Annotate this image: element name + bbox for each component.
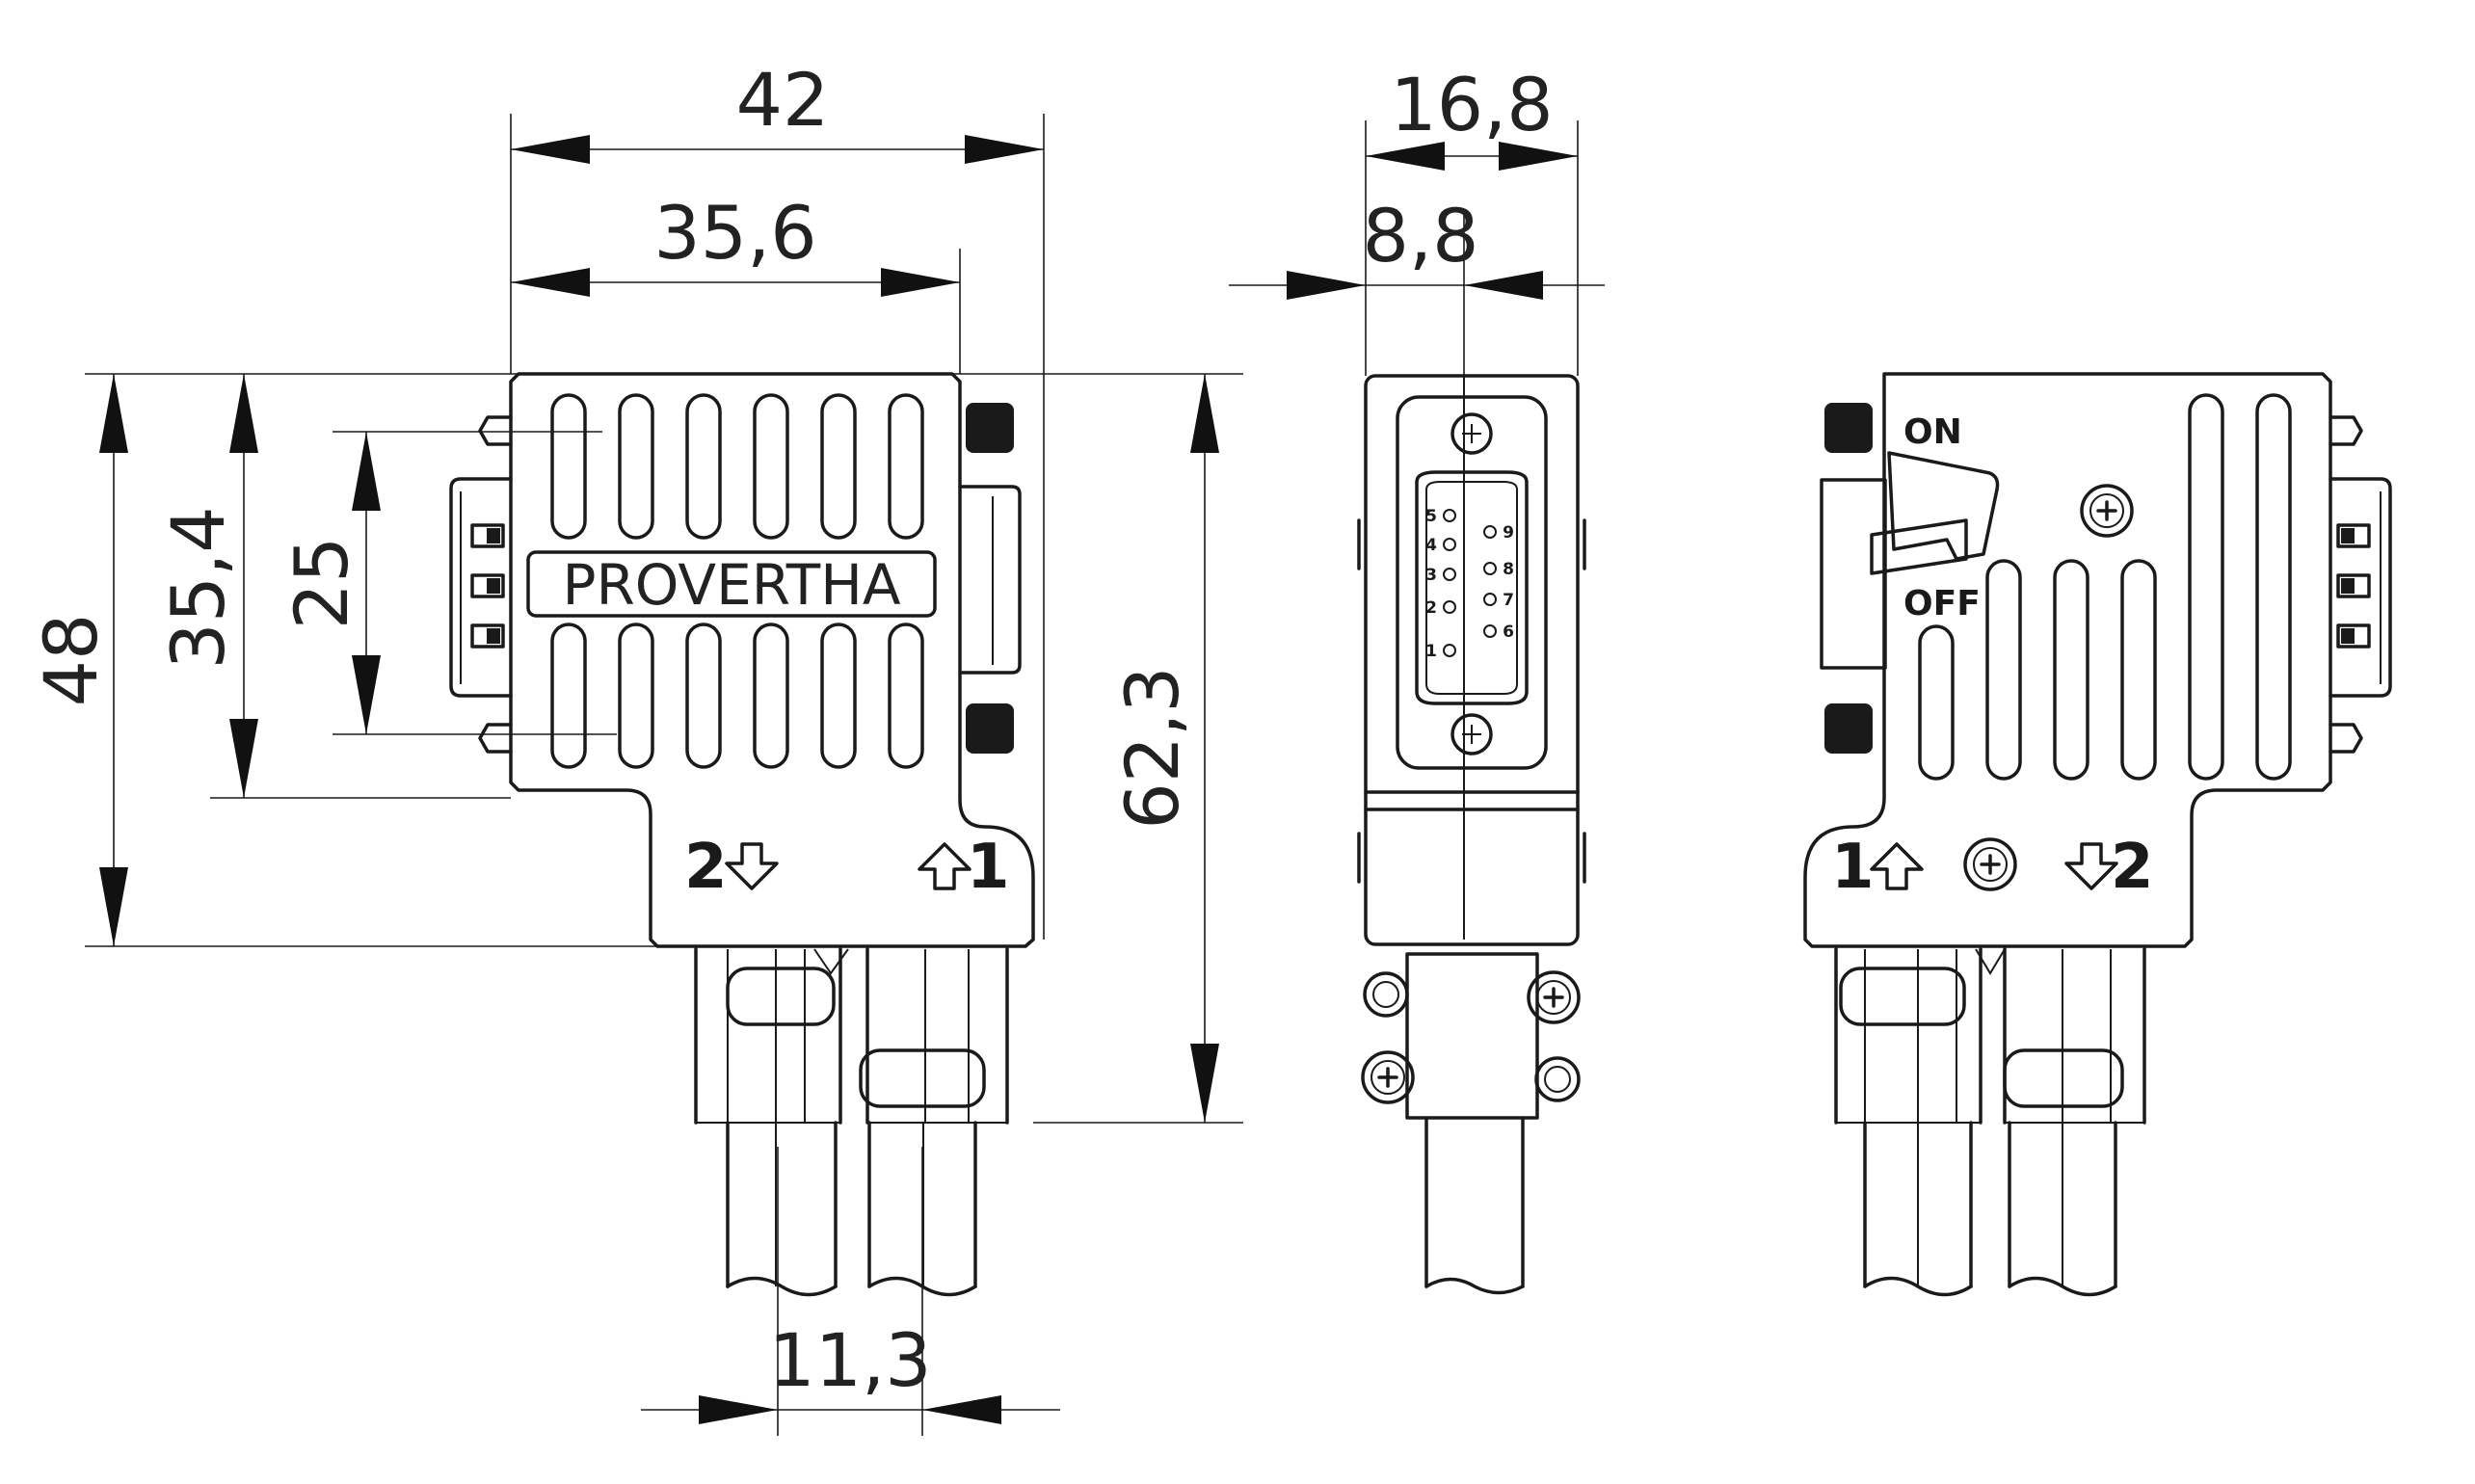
port-1-label: 1	[967, 832, 1010, 903]
brand-label: PROVERTHA	[562, 552, 900, 618]
svg-text:5: 5	[1425, 507, 1437, 526]
locking-screw-bottom	[478, 723, 513, 754]
cable-gland-top	[966, 403, 1014, 453]
front-view: PROVERTHA 2 1	[449, 372, 1035, 1297]
svg-text:6: 6	[1503, 623, 1514, 642]
svg-text:7: 7	[1503, 591, 1514, 610]
dim-side-offset: 8,8	[1363, 193, 1479, 278]
cables-back	[1863, 1121, 2117, 1297]
back-arrow-up-icon	[1870, 842, 1924, 890]
dimension-lines-front: 42 35,6 48 35,4 25 62,3	[28, 57, 1243, 1436]
switch-off-label: OFF	[1903, 584, 1981, 623]
switch-lever	[1887, 451, 2000, 561]
arrow-up-icon	[918, 842, 971, 890]
side-body-outline	[1364, 374, 1580, 946]
svg-text:2: 2	[1425, 598, 1437, 618]
dim-screw-spacing: 25	[279, 537, 364, 630]
dim-cable-spacing: 11,3	[768, 1317, 931, 1403]
brand-plate	[526, 550, 937, 618]
dim-depth-total: 62,3	[1109, 666, 1195, 829]
back-port-2-label: 2	[2111, 832, 2154, 903]
svg-text:4: 4	[1425, 536, 1437, 555]
back-vent-slots	[1918, 393, 2292, 781]
switch-on-label: ON	[1903, 412, 1962, 452]
svg-text:9: 9	[1503, 523, 1514, 543]
side-view: 5 4 3 2 1 9 8 7 6	[1357, 374, 1586, 1295]
back-arrow-down-icon	[2064, 842, 2118, 890]
dsub-face	[1415, 470, 1529, 705]
dim-width-total: 42	[736, 57, 830, 143]
port-2-label: 2	[684, 832, 728, 903]
dsub-face-frame	[1396, 395, 1548, 770]
svg-text:1: 1	[1425, 642, 1437, 661]
cables-front	[726, 1121, 977, 1297]
side-clamp-screws	[1361, 970, 1581, 1104]
vent-slots-bottom	[550, 623, 924, 769]
dsub-shell-right	[958, 485, 1022, 675]
dim-height-total: 48	[28, 614, 114, 707]
pin-holes	[1443, 509, 1497, 657]
pin-numbers: 5 4 3 2 1 9 8 7 6	[1425, 507, 1514, 661]
dsub-pins-left	[470, 523, 505, 649]
back-view: ON OFF 1 2	[1803, 372, 2392, 1297]
arrow-down-icon	[725, 842, 779, 890]
dim-width-body: 35,6	[653, 190, 816, 276]
back-port-1-label: 1	[1831, 832, 1875, 903]
dimension-lines-side: 16,8 8,8	[1229, 62, 1605, 376]
vent-slots-top	[550, 393, 924, 540]
svg-text:8: 8	[1503, 560, 1514, 579]
phillips-screw-icon-lower	[1963, 837, 2017, 891]
back-body-outline	[1803, 372, 2332, 948]
svg-text:3: 3	[1425, 566, 1437, 585]
cable-clamps-front	[694, 947, 1009, 1125]
dsub-shell-left	[449, 477, 513, 698]
front-body-outline	[509, 372, 1035, 948]
side-screws	[1450, 412, 1493, 755]
dim-side-width: 16,8	[1390, 62, 1553, 147]
phillips-screw-icon	[2080, 484, 2134, 538]
dim-height-body: 35,4	[155, 506, 241, 669]
cable-clamps-back	[1834, 947, 2146, 1125]
locking-screw-top	[478, 415, 513, 446]
back-dsub-pins	[2336, 523, 2371, 649]
cable-gland-bottom	[966, 703, 1014, 754]
